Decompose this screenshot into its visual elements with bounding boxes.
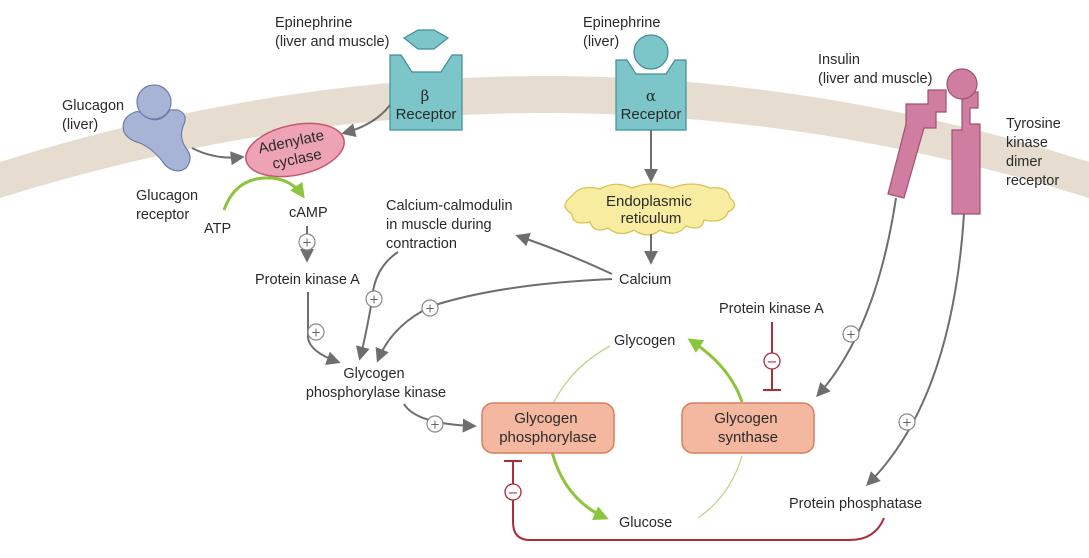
glycogen-label: Glycogen <box>614 333 675 349</box>
minus-circle-pka <box>763 352 781 370</box>
arrow-glucagon-to-adenylate <box>191 147 245 166</box>
minus-circle-phosphatase <box>504 483 522 501</box>
epinephrine-alpha-label: Epinephrine (liver) <box>583 15 664 50</box>
protein-phosphatase-label: Protein phosphatase <box>789 496 922 512</box>
insulin-ligand <box>946 68 978 100</box>
glucagon-receptor-shape <box>122 84 191 172</box>
arrow-beta-to-adenylate <box>341 104 391 137</box>
tyrosine-kinase-label: Tyrosine kinase dimer receptor <box>1006 116 1065 189</box>
adenylate-cyclase-ellipse <box>245 122 345 178</box>
calcium-label: Calcium <box>619 272 671 288</box>
plus-sign-camp: + <box>302 236 312 250</box>
tyrosine-kinase-dimer-shape <box>887 68 981 215</box>
cycle-glucose-to-synthase <box>697 455 743 519</box>
glucose-label: Glucose <box>619 515 672 531</box>
epinephrine-ligand-hexagon <box>402 29 450 50</box>
plus-circle-gpk <box>426 415 444 433</box>
plus-circle-insulin-synthase <box>842 325 860 343</box>
protein-kinase-a-2-label: Protein kinase A <box>719 301 824 317</box>
plus-circle-calcium <box>421 299 439 317</box>
inhibition-phosphatase-to-gp <box>512 462 885 541</box>
camp-label: cAMP <box>289 205 328 221</box>
plus-circle-camp <box>298 233 316 251</box>
beta-receptor-shape <box>389 54 463 131</box>
arrow-atp-to-camp <box>222 176 305 211</box>
glucagon-label: Glucagon (liver) <box>62 98 128 133</box>
arrow-insulin-to-synthase <box>816 197 897 398</box>
plus-sign-calmodulin: + <box>369 293 379 307</box>
glycogen-phosphorylase-kinase-label: Glycogen phosphorylase kinase <box>306 366 446 401</box>
insulin-label: Insulin (liver and muscle) <box>818 52 932 87</box>
endoplasmic-reticulum-label: Endoplasmic reticulum <box>606 193 696 227</box>
arrow-pka-to-gpk <box>307 292 341 365</box>
plus-circle-insulin-phosphatase <box>898 413 916 431</box>
glucagon-receptor-label: Glucagon receptor <box>136 188 202 223</box>
alpha-symbol: α <box>646 87 656 105</box>
epinephrine-ligand-circle <box>633 34 669 70</box>
alpha-receptor-shape <box>615 59 687 131</box>
glucagon-ligand <box>136 84 172 120</box>
beta-receptor-label: Receptor <box>396 106 457 123</box>
endoplasmic-reticulum-shape <box>564 183 736 236</box>
arrow-gp-to-glucose <box>550 451 609 521</box>
glycogen-synthase-label: Glycogen synthase <box>714 410 782 446</box>
calcium-calmodulin-label: Calcium-calmodulin in muscle during cont… <box>386 198 517 252</box>
plus-sign-gpk: + <box>430 418 440 432</box>
epinephrine-beta-label: Epinephrine (liver and muscle) <box>275 15 389 50</box>
protein-kinase-a-label: Protein kinase A <box>255 272 360 288</box>
atp-label: ATP <box>204 221 231 237</box>
beta-symbol: β <box>421 87 430 105</box>
glycogen-synthase-box <box>681 402 815 454</box>
plus-sign-calcium: + <box>425 302 435 316</box>
plus-circle-pka <box>307 323 325 341</box>
arrow-insulin-to-phosphatase <box>866 213 965 486</box>
arrow-synthase-to-glycogen <box>687 338 744 403</box>
cell-membrane <box>0 76 1089 198</box>
glycogen-phosphorylase-box <box>481 402 615 454</box>
cycle-glycogen-to-gp <box>551 345 611 407</box>
arrow-calcium-to-calmodulin <box>515 232 613 275</box>
minus-sign-pka: − <box>767 355 778 370</box>
glycogen-phosphorylase-label: Glycogen phosphorylase <box>499 410 597 446</box>
plus-sign-insulin-synthase: + <box>846 328 856 342</box>
plus-sign-insulin-phosphatase: + <box>902 416 912 430</box>
minus-sign-phosphatase: − <box>508 486 519 501</box>
arrow-calcium-to-gpk <box>375 278 613 363</box>
arrow-gpk-to-gp <box>403 403 477 433</box>
plus-circle-calmodulin <box>365 290 383 308</box>
alpha-receptor-label: Receptor <box>621 106 682 123</box>
plus-sign-pka: + <box>311 326 321 340</box>
